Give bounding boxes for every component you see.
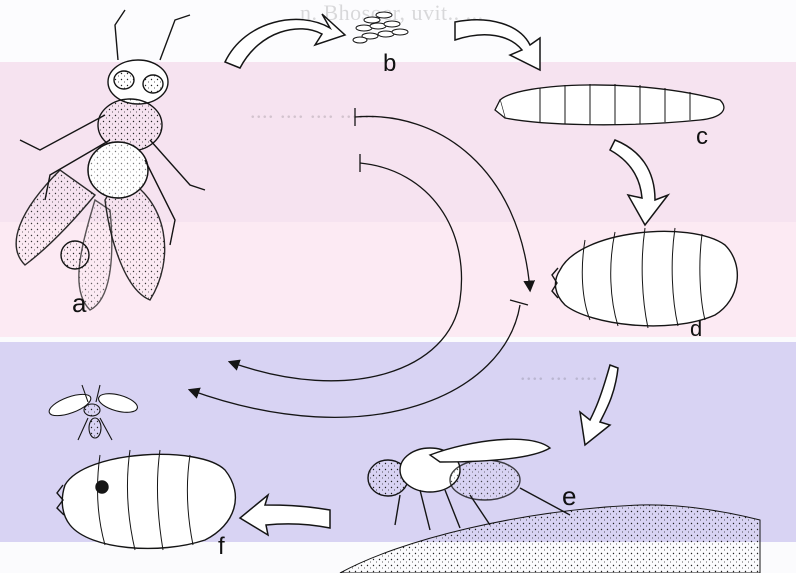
arrow-e-to-f <box>240 495 330 535</box>
parasitoid-wasp-icon <box>47 385 140 440</box>
arrow-larva-to-puparium <box>610 140 668 225</box>
parasitized-puparium-icon <box>57 450 235 550</box>
label-f: f <box>218 535 225 559</box>
arrow-puparium-to-e <box>580 365 618 445</box>
adult-fly-icon <box>16 10 205 310</box>
eggs-icon <box>353 12 408 43</box>
label-e: e <box>562 483 576 509</box>
label-a: a <box>72 290 86 316</box>
cycle-arrow-icon <box>190 108 530 417</box>
label-d: d <box>690 318 702 340</box>
puparium-icon <box>552 228 737 328</box>
arrow-adult-to-eggs <box>225 14 345 68</box>
arrow-eggs-to-larva <box>455 20 540 70</box>
label-c: c <box>696 125 708 149</box>
host-surface <box>340 505 760 573</box>
label-b: b <box>383 52 396 76</box>
larva-icon <box>495 84 724 125</box>
